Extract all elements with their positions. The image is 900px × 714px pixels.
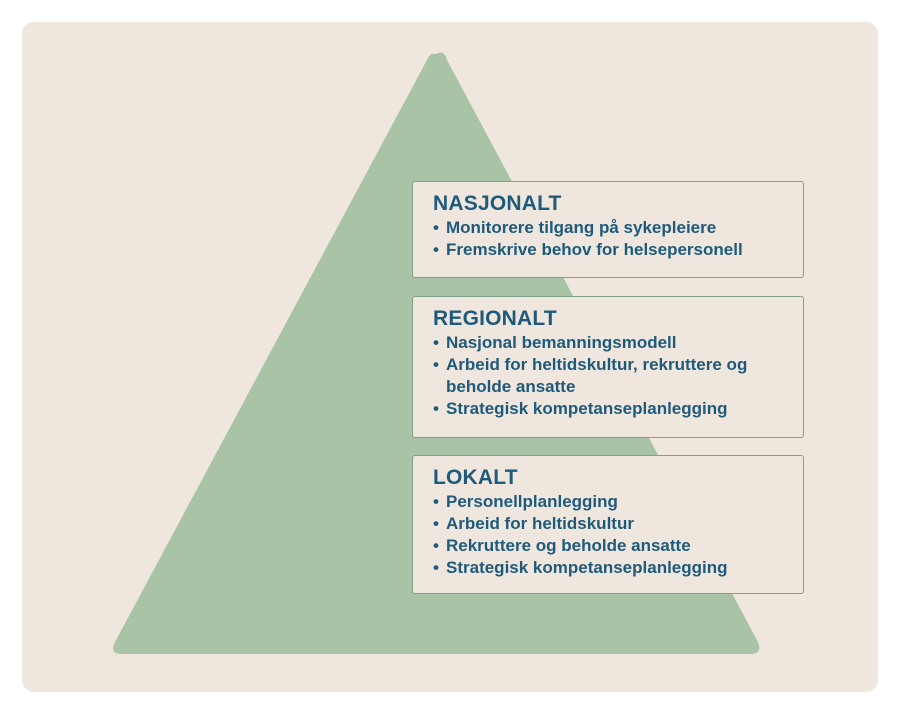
level-list-lokalt: Personellplanlegging Arbeid for heltidsk… — [433, 491, 783, 579]
list-item: Monitorere tilgang på sykepleiere — [433, 217, 783, 239]
list-item: Personellplanlegging — [433, 491, 783, 513]
level-box-nasjonalt: NASJONALT Monitorere tilgang på sykeplei… — [412, 181, 804, 278]
list-item: Fremskrive behov for helsepersonell — [433, 239, 783, 261]
level-title-regionalt: REGIONALT — [433, 307, 557, 330]
level-title-nasjonalt: NASJONALT — [433, 192, 562, 215]
list-item: Nasjonal bemanningsmodell — [433, 332, 783, 354]
level-list-nasjonalt: Monitorere tilgang på sykepleiere Fremsk… — [433, 217, 783, 261]
list-item: Arbeid for heltidskultur, rekruttere og … — [433, 354, 766, 398]
level-box-regionalt: REGIONALT Nasjonal bemanningsmodell Arbe… — [412, 296, 804, 438]
list-item: Strategisk kompetanseplanlegging — [433, 398, 783, 420]
list-item: Strategisk kompetanseplanlegging — [433, 557, 783, 579]
level-box-lokalt: LOKALT Personellplanlegging Arbeid for h… — [412, 455, 804, 594]
level-list-regionalt: Nasjonal bemanningsmodell Arbeid for hel… — [433, 332, 783, 420]
level-title-lokalt: LOKALT — [433, 466, 518, 489]
list-item: Arbeid for heltidskultur — [433, 513, 783, 535]
diagram-panel: NASJONALT Monitorere tilgang på sykeplei… — [22, 22, 878, 692]
list-item: Rekruttere og beholde ansatte — [433, 535, 783, 557]
